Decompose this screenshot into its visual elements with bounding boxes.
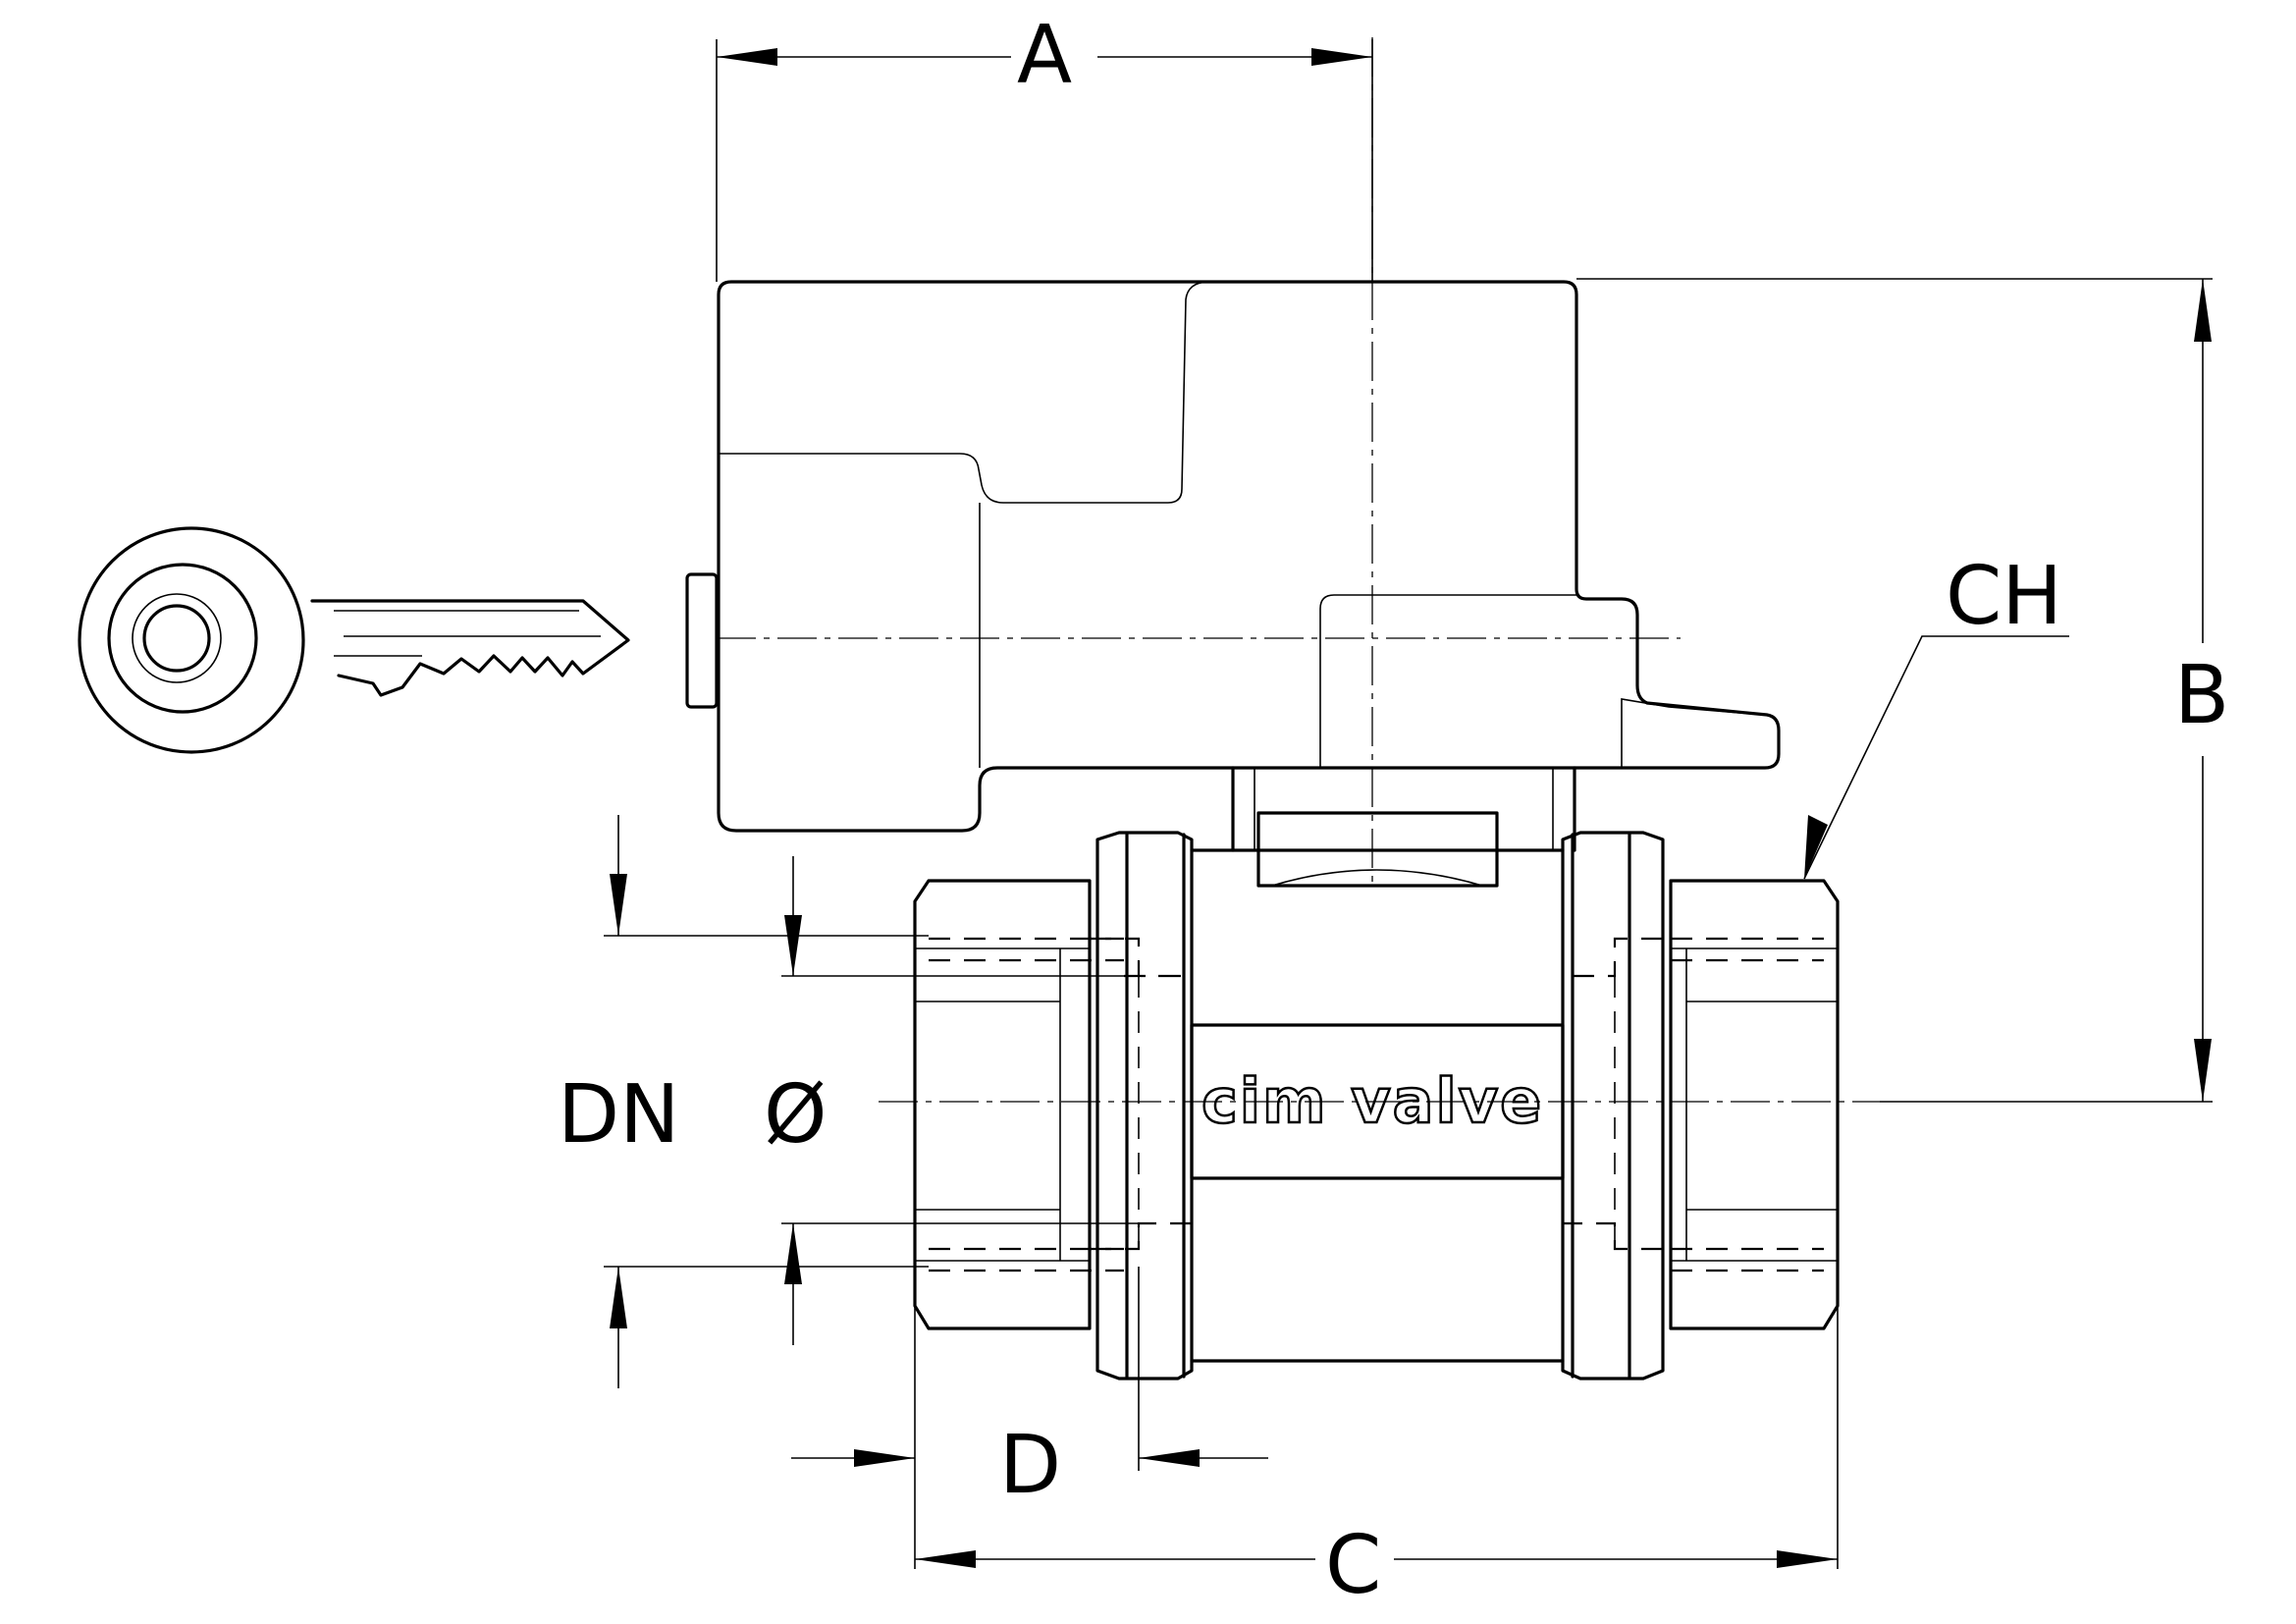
dimension-b: B xyxy=(1576,278,2229,1103)
dimension-label-ch: CH xyxy=(1946,550,2062,643)
valve-stem xyxy=(1231,766,1576,888)
dimension-ch: CH xyxy=(1803,550,2069,880)
dimension-label-diameter: Ø xyxy=(764,1068,828,1162)
lock-handle-box xyxy=(717,280,1781,833)
dimension-label-c: C xyxy=(1325,1519,1381,1612)
dimension-c: C xyxy=(915,1306,1839,1612)
key-icon xyxy=(78,526,630,754)
lock-cylinder-icon xyxy=(685,572,719,709)
dimension-diameter: Ø xyxy=(764,856,1139,1345)
dimension-label-d: D xyxy=(999,1419,1061,1512)
dimension-a: A xyxy=(716,9,1373,282)
dimension-dn: DN xyxy=(558,815,929,1388)
dimension-d: D xyxy=(791,1267,1268,1569)
dimension-label-b: B xyxy=(2174,649,2229,742)
dimension-label-dn: DN xyxy=(558,1068,679,1162)
dimension-label-a: A xyxy=(1017,9,1072,102)
center-lines xyxy=(717,37,1880,1103)
